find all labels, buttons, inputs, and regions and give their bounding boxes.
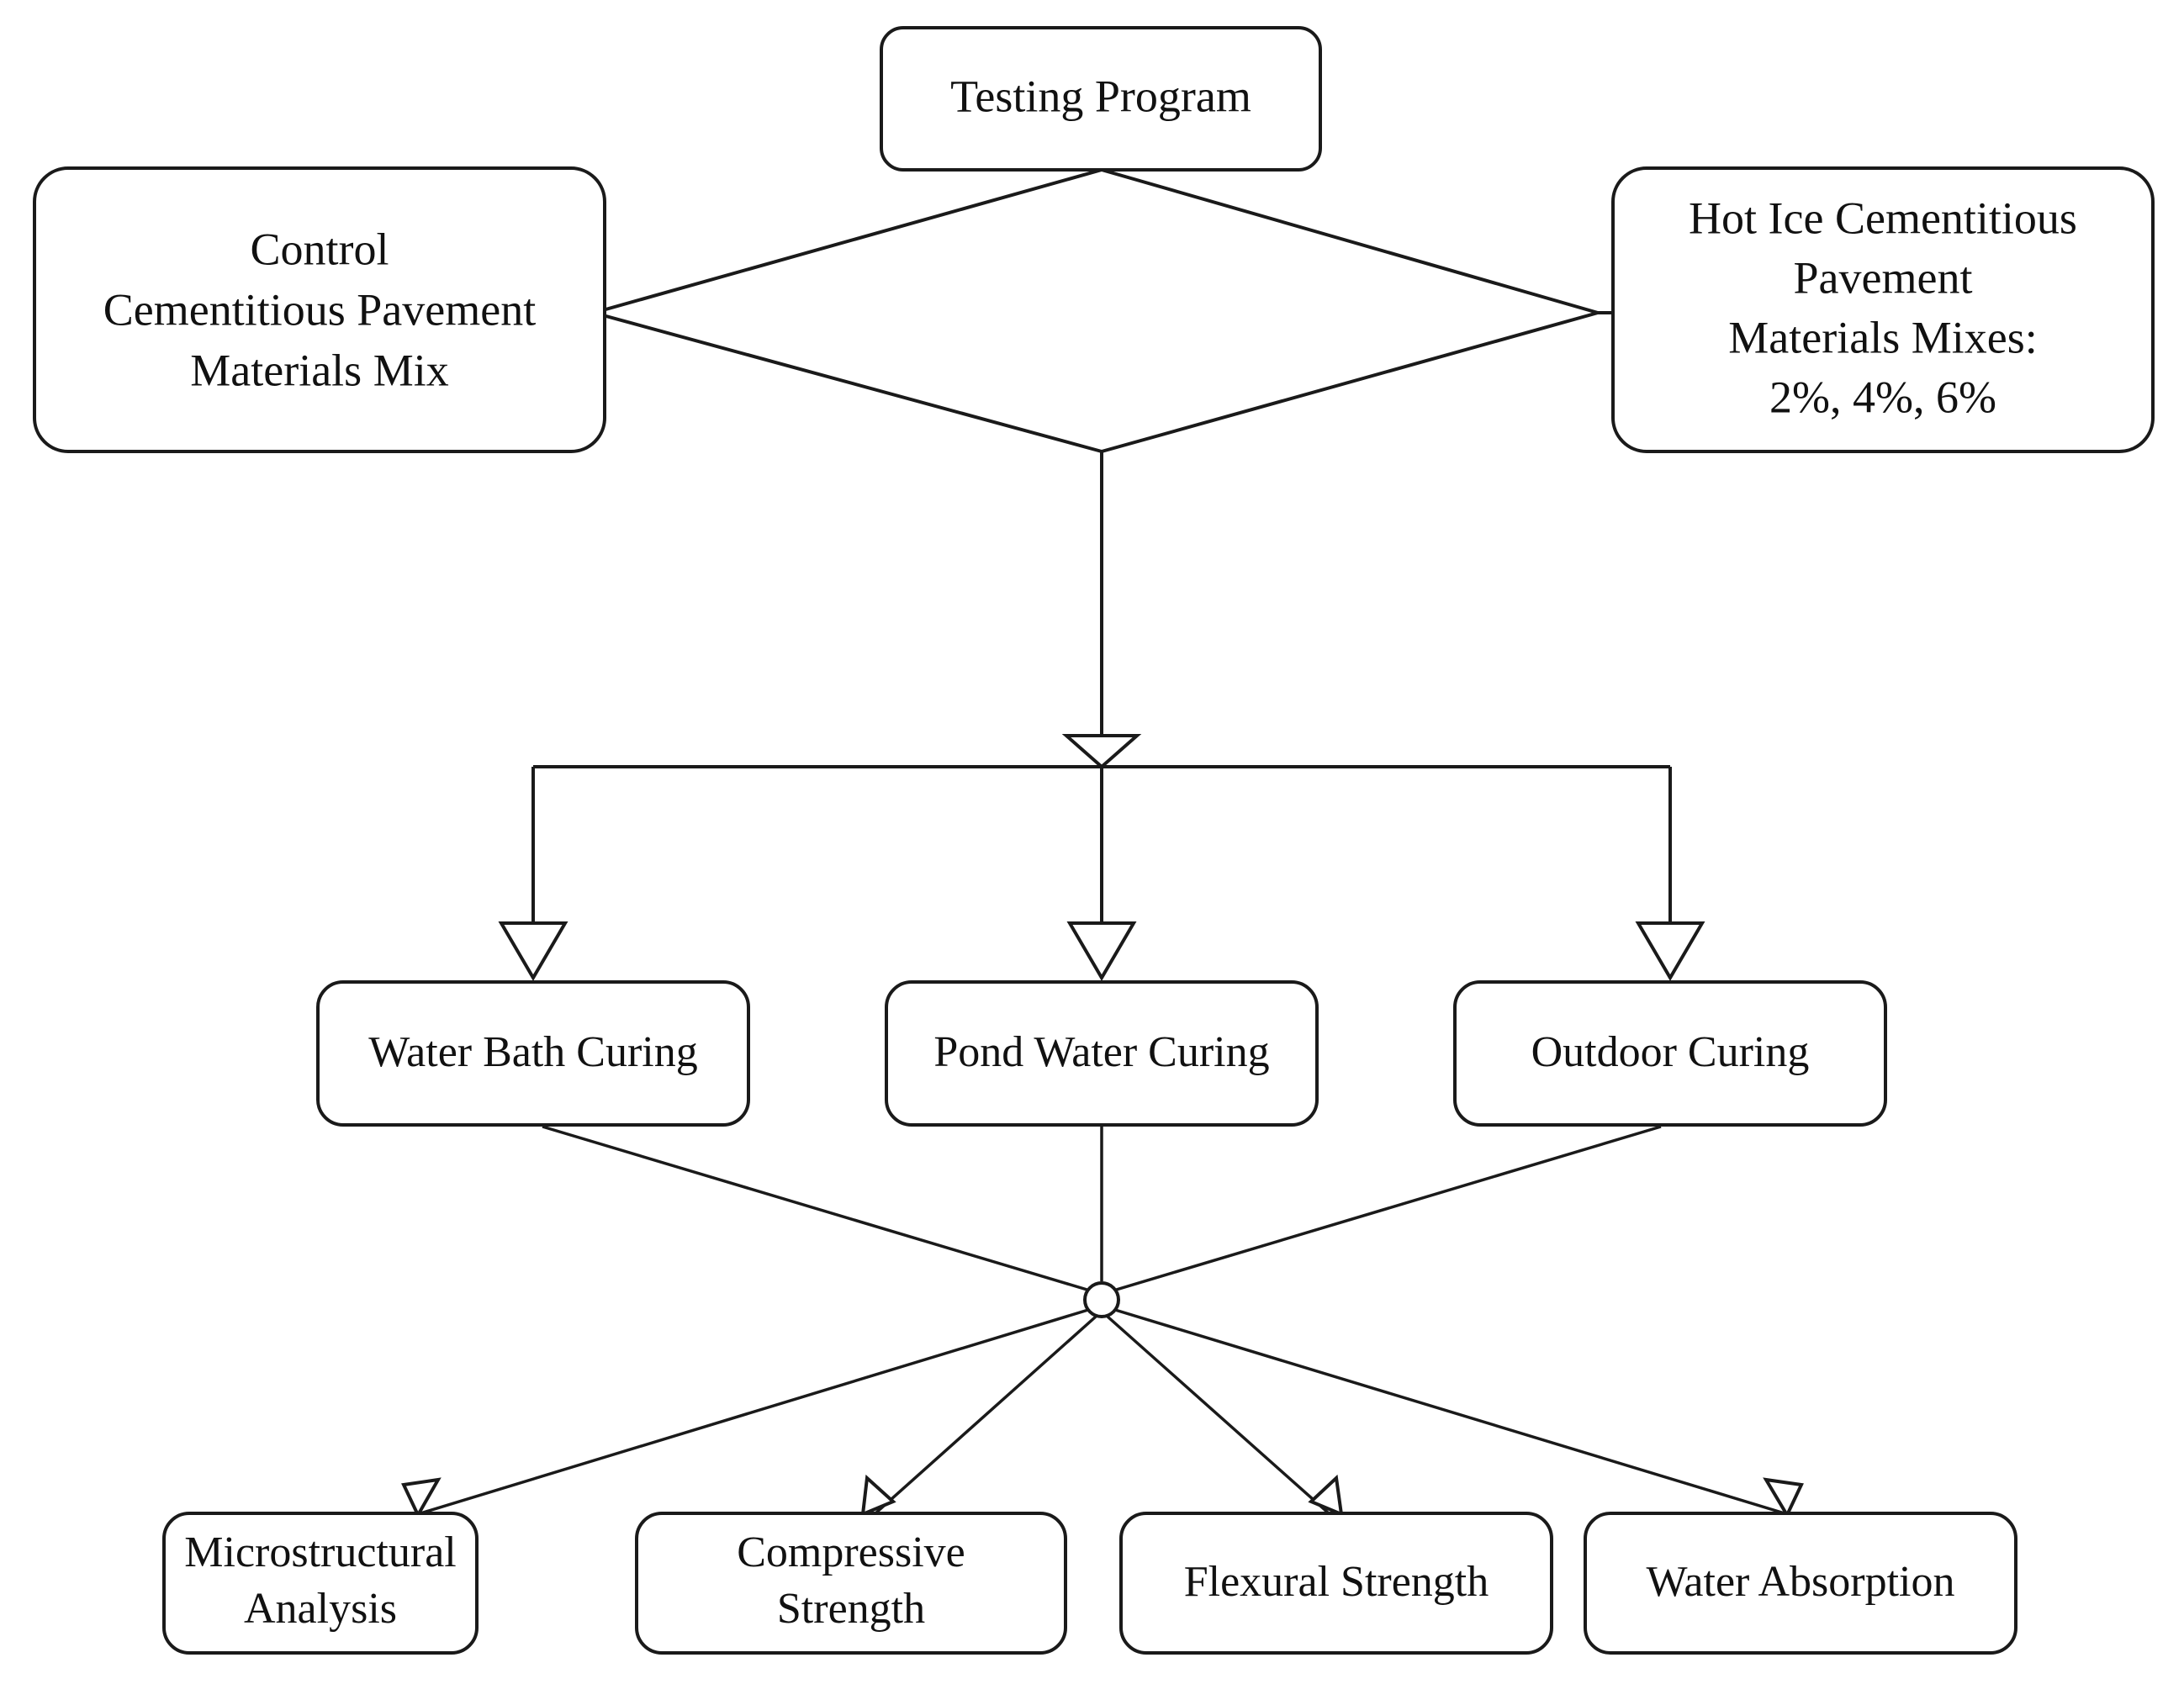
arrow-into-outdoor-curing xyxy=(1635,921,1705,981)
arrow-into-water-bath-curing xyxy=(498,921,568,981)
fanout-to-compressive xyxy=(874,1315,1097,1515)
compressive-strength-line-1: Compressive xyxy=(737,1528,965,1576)
testing-program-label: Testing Program xyxy=(950,71,1251,121)
water-absorption-label: Water Absorption xyxy=(1647,1558,1955,1606)
microstructural-analysis-box[interactable] xyxy=(162,1512,479,1655)
water-absorption-box[interactable] xyxy=(1584,1512,2017,1655)
flexural-strength-box[interactable] xyxy=(1119,1512,1553,1655)
flexural-strength-label: Flexural Strength xyxy=(1184,1558,1489,1606)
arrow-into-water-absorption xyxy=(1763,1477,1804,1519)
control-mix-box[interactable] xyxy=(33,166,606,453)
junction-node[interactable] xyxy=(1083,1281,1120,1318)
root-diamond-connector xyxy=(580,168,1613,453)
arrow-into-flexural-strength xyxy=(1308,1474,1344,1518)
node-testing-program[interactable]: Testing Program xyxy=(880,26,1322,172)
testing-program-box[interactable] xyxy=(880,26,1322,172)
converge-from-outdoor xyxy=(1113,1125,1662,1292)
diamond-edge-top-left xyxy=(593,168,1103,314)
curing-distribution-connector xyxy=(498,765,1705,981)
node-flexural-strength[interactable]: Flexural Strength xyxy=(1119,1512,1553,1655)
junction-to-tests-connector xyxy=(401,1308,1804,1519)
pond-water-curing-box[interactable] xyxy=(885,980,1319,1127)
node-water-absorption[interactable]: Water Absorption xyxy=(1584,1512,2017,1655)
arrow-into-compressive-strength xyxy=(860,1474,896,1518)
water-bath-curing-box[interactable] xyxy=(316,980,750,1127)
hot-ice-line-2: Pavement xyxy=(1794,252,1973,303)
water-bath-curing-label: Water Bath Curing xyxy=(368,1028,698,1076)
diamond-edge-bottom-left xyxy=(593,311,1103,453)
fanout-to-water-absorption xyxy=(1114,1308,1785,1515)
pond-water-curing-label: Pond Water Curing xyxy=(933,1028,1269,1076)
arrow-into-pond-water-curing xyxy=(1066,921,1137,981)
node-pond-water-curing[interactable]: Pond Water Curing xyxy=(885,980,1319,1127)
microstructural-analysis-line-2: Analysis xyxy=(244,1585,397,1633)
outdoor-curing-label: Outdoor Curing xyxy=(1531,1028,1810,1076)
microstructural-analysis-line-1: Microstructural xyxy=(184,1528,456,1576)
fanout-to-flexural xyxy=(1106,1315,1330,1515)
arrow-into-distribution-bar xyxy=(1061,734,1142,769)
node-outdoor-curing[interactable]: Outdoor Curing xyxy=(1453,980,1887,1127)
control-mix-line-1: Control xyxy=(250,224,389,274)
node-microstructural-analysis[interactable]: Microstructural Analysis xyxy=(162,1512,479,1655)
hot-ice-mix-box[interactable] xyxy=(1611,166,2155,453)
control-mix-line-3: Materials Mix xyxy=(190,345,448,395)
control-mix-line-2: Cementitious Pavement xyxy=(103,284,536,335)
hot-ice-line-3: Materials Mixes: xyxy=(1728,312,2037,362)
compressive-strength-line-2: Strength xyxy=(777,1585,925,1633)
node-control-mix[interactable]: Control Cementitious Pavement Materials … xyxy=(33,166,606,453)
node-compressive-strength[interactable]: Compressive Strength xyxy=(635,1512,1067,1655)
compressive-strength-box[interactable] xyxy=(635,1512,1067,1655)
diamond-to-distribution-connector xyxy=(1061,451,1142,769)
diamond-edge-bottom-right xyxy=(1101,311,1599,453)
outdoor-curing-box[interactable] xyxy=(1453,980,1887,1127)
curing-to-junction-connector xyxy=(542,1125,1662,1292)
arrow-into-microstructural-analysis xyxy=(401,1477,442,1519)
converge-from-water-bath xyxy=(542,1125,1091,1292)
node-hot-ice-mix[interactable]: Hot Ice Cementitious Pavement Materials … xyxy=(1611,166,2155,453)
hot-ice-line-1: Hot Ice Cementitious xyxy=(1689,193,2077,243)
hot-ice-line-4: 2%, 4%, 6% xyxy=(1769,372,1996,422)
diamond-edge-top-right xyxy=(1101,168,1599,314)
fanout-to-microstructural xyxy=(420,1308,1089,1515)
node-water-bath-curing[interactable]: Water Bath Curing xyxy=(316,980,750,1127)
